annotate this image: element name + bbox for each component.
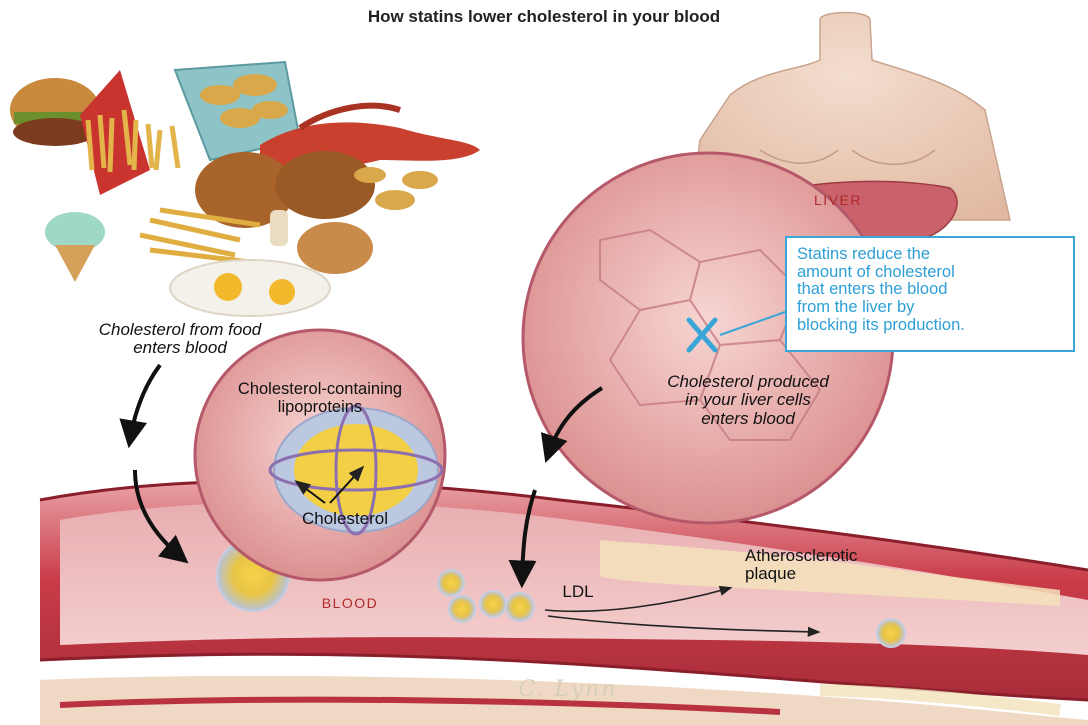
- artist-signature: C. Lynn: [478, 678, 658, 702]
- food-caption-line-1: Cholesterol from food: [30, 321, 330, 339]
- callout-line-3: that enters the blood: [797, 281, 1063, 299]
- callout-line-5: blocking its production.: [797, 317, 1063, 335]
- plaque-label-line-2: plaque: [745, 565, 915, 583]
- callout-line-4: from the liver by: [797, 299, 1063, 317]
- callout-line-1: Statins reduce the: [797, 246, 1063, 264]
- liver-label: LIVER: [798, 193, 878, 208]
- ldl-label: LDL: [548, 583, 608, 601]
- liver-caption-line-2: in your liver cells: [598, 391, 898, 409]
- food-caption: Cholesterol from food enters blood: [30, 321, 330, 358]
- callout-line-2: amount of cholesterol: [797, 264, 1063, 282]
- plaque-label-line-1: Atherosclerotic: [745, 547, 915, 565]
- lipoprotein-label-line-2: lipoproteins: [205, 399, 435, 417]
- liver-caption-line-1: Cholesterol produced: [598, 373, 898, 391]
- page-title: How statins lower cholesterol in your bl…: [0, 8, 1088, 26]
- lipoprotein-label-line-1: Cholesterol-containing: [205, 381, 435, 399]
- blood-label: BLOOD: [305, 596, 395, 611]
- statin-callout: Statins reduce the amount of cholesterol…: [785, 236, 1075, 352]
- liver-caption: Cholesterol produced in your liver cells…: [598, 373, 898, 428]
- food-caption-line-2: enters blood: [30, 339, 330, 357]
- plaque-label: Atherosclerotic plaque: [745, 547, 915, 584]
- food-illustration: [10, 62, 480, 316]
- lipoprotein-label: Cholesterol-containing lipoproteins: [205, 381, 435, 417]
- lipoprotein-magnified-circle: [195, 330, 445, 580]
- cholesterol-label: Cholesterol: [270, 510, 420, 528]
- liver-caption-line-3: enters blood: [598, 410, 898, 428]
